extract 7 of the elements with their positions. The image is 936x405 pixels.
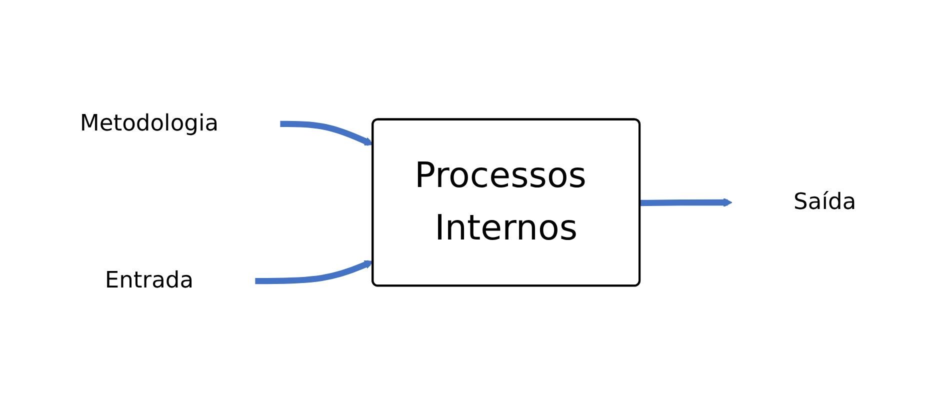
arrow xyxy=(280,120,374,146)
node-text: Saída xyxy=(794,190,856,216)
arrow xyxy=(255,260,374,284)
node-text: Metodologia xyxy=(80,111,219,137)
node-text: Entrada xyxy=(104,268,194,294)
flowchart: Metodologia Entrada Processos Internos Saída xyxy=(10,68,926,337)
arrow xyxy=(640,198,732,207)
